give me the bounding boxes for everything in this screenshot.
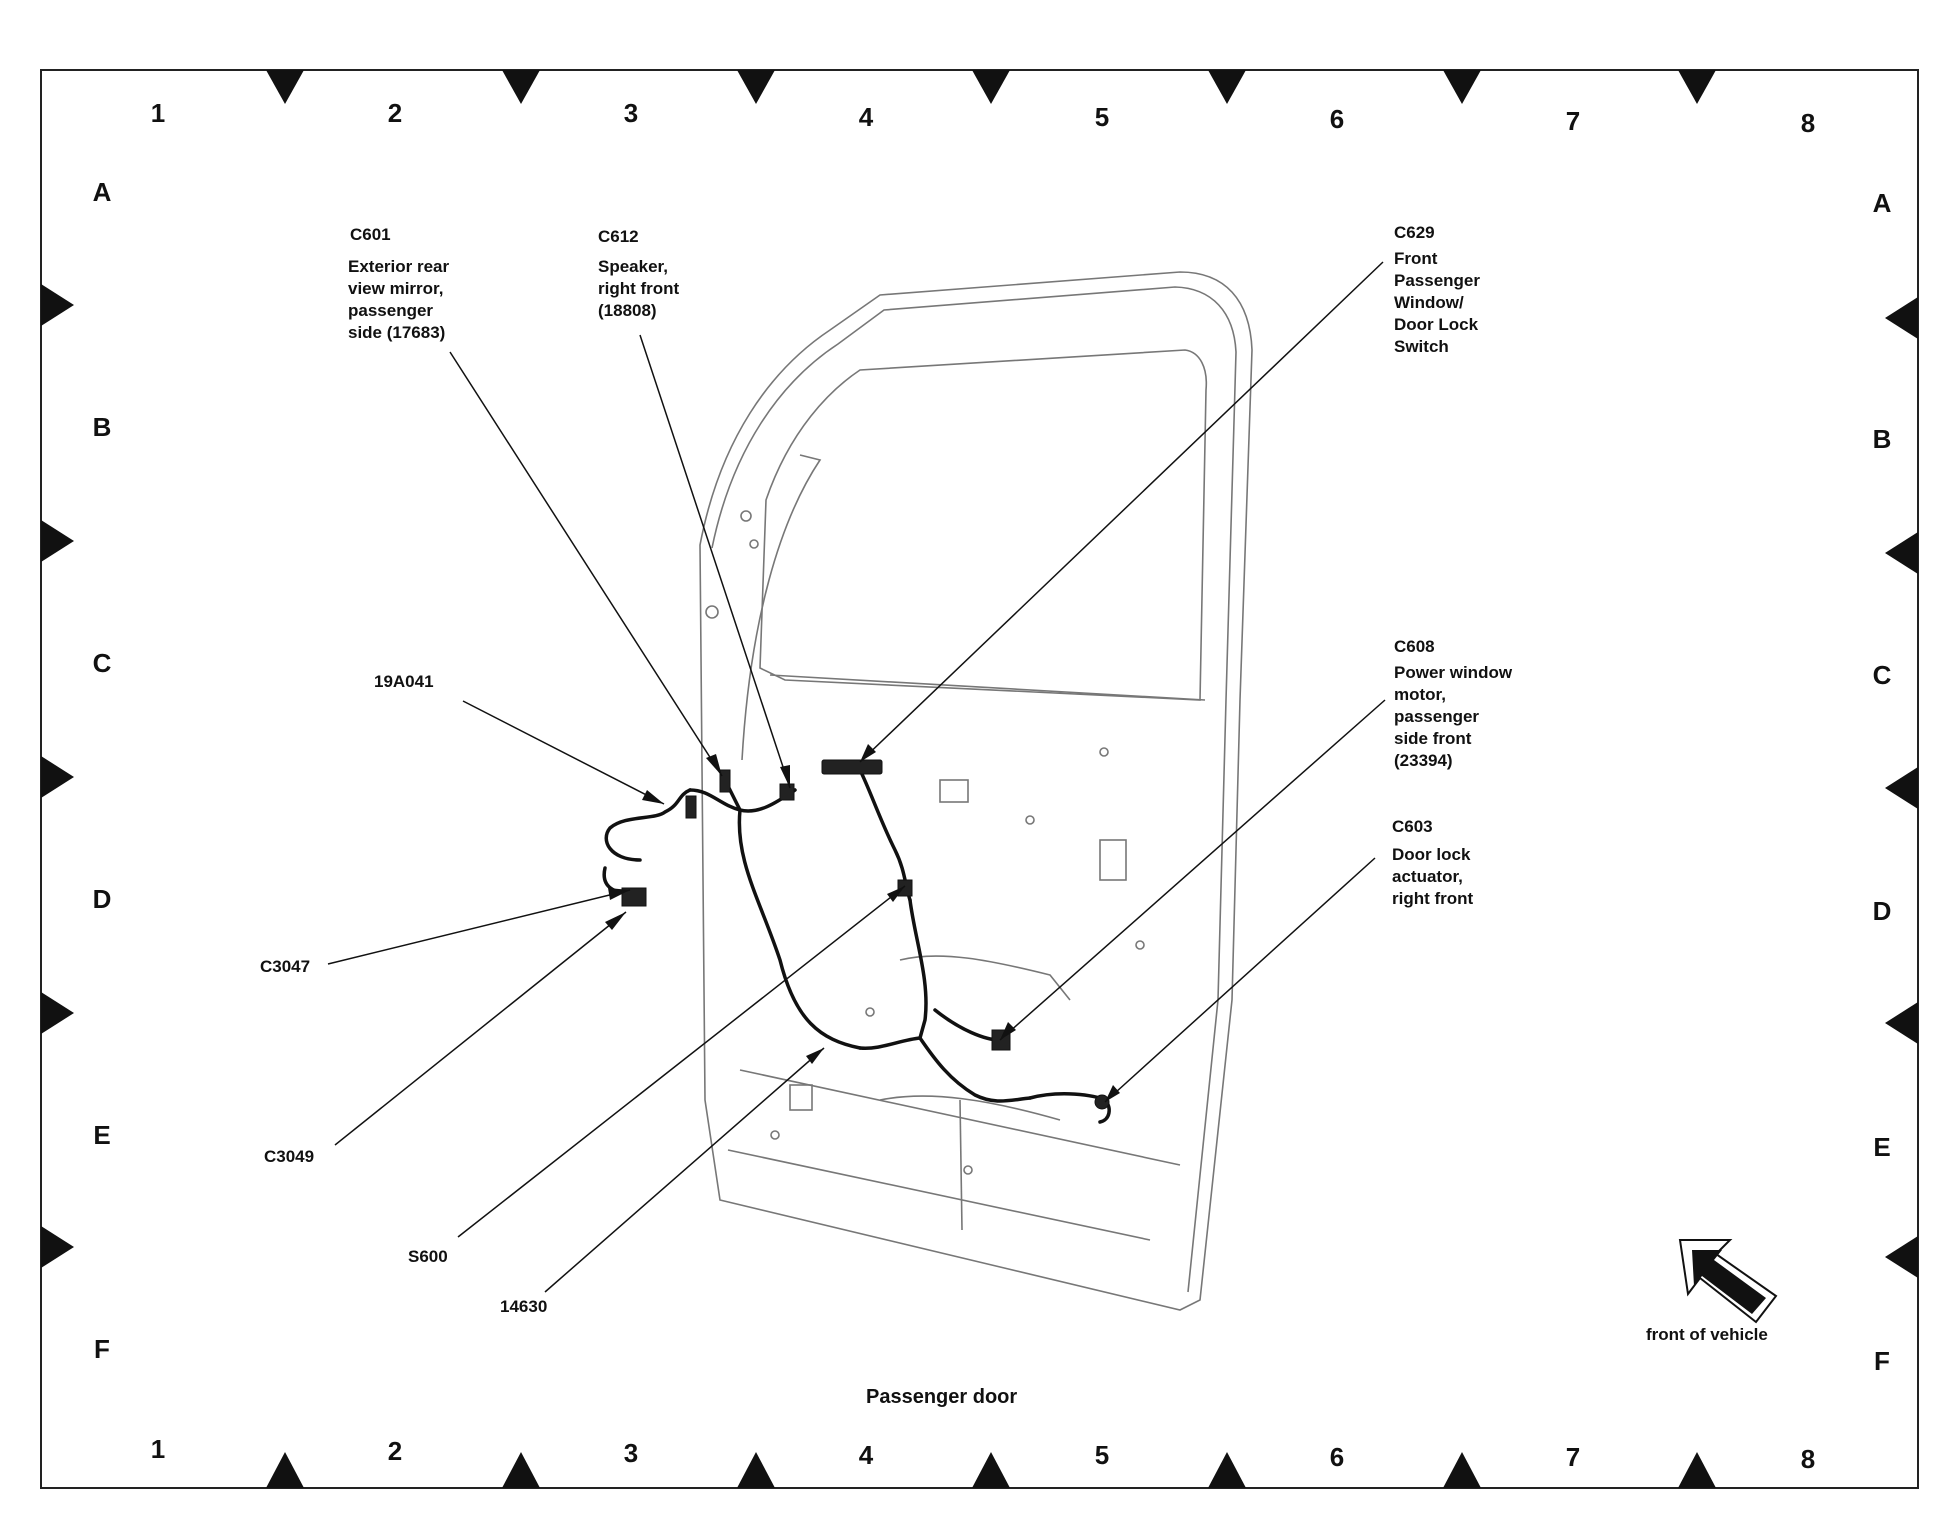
callout-c629-code: C629 <box>1394 223 1435 242</box>
col-label-bottom-8: 8 <box>1800 1444 1816 1474</box>
row-label-right-d: D <box>1872 896 1892 926</box>
callout-c603-code: C603 <box>1392 817 1433 836</box>
callout-c3047-code: C3047 <box>260 957 311 976</box>
callout-c629-text: Front Passenger Window/ Door Lock Switch <box>1394 249 1480 356</box>
col-label-top-2: 2 <box>387 98 403 128</box>
callout-c603-text: Door lock actuator, right front <box>1392 845 1474 908</box>
callout-c608-text: Power window motor, passenger side front… <box>1394 663 1513 770</box>
row-label-left-c: C <box>92 648 112 678</box>
col-label-top-5: 5 <box>1094 102 1110 132</box>
callout-c612-code: C612 <box>598 227 639 246</box>
connector-c603 <box>1094 1094 1110 1110</box>
front-of-vehicle-arrow <box>1678 1239 1778 1324</box>
col-label-top-1: 1 <box>150 98 166 128</box>
callout-14630-code: 14630 <box>500 1297 548 1316</box>
row-label-right-a: A <box>1872 188 1892 218</box>
col-label-bottom-1: 1 <box>150 1434 166 1464</box>
row-label-left-a: A <box>92 177 112 207</box>
bottom-markers <box>266 1452 1716 1488</box>
door-panel-drawing <box>699 271 1253 1311</box>
leader-arrowheads <box>605 744 1120 1102</box>
connector-c3047 <box>621 887 647 907</box>
callout-19a041-code: 19A041 <box>374 672 434 691</box>
col-label-bottom-4: 4 <box>858 1440 874 1470</box>
callout-c3049-code: C3049 <box>264 1147 315 1166</box>
row-label-left-d: D <box>92 884 112 914</box>
row-label-right-f: F <box>1874 1346 1890 1376</box>
col-label-bottom-3: 3 <box>623 1438 639 1468</box>
col-label-bottom-6: 6 <box>1329 1442 1345 1472</box>
col-label-bottom-5: 5 <box>1094 1440 1110 1470</box>
connector-19a041 <box>685 795 697 819</box>
row-label-left-f: F <box>94 1334 110 1364</box>
right-markers <box>1885 297 1918 1278</box>
row-label-right-b: B <box>1872 424 1892 454</box>
connector-c601 <box>719 769 731 793</box>
top-markers <box>266 70 1716 104</box>
front-of-vehicle-label: front of vehicle <box>1646 1325 1768 1344</box>
connector-c629 <box>821 759 883 775</box>
callout-c601-code: C601 <box>350 225 391 244</box>
left-markers <box>41 284 74 1268</box>
row-label-left-b: B <box>92 412 112 442</box>
callout-s600-code: S600 <box>408 1247 448 1266</box>
col-label-top-4: 4 <box>858 102 874 132</box>
col-label-top-8: 8 <box>1800 108 1816 138</box>
col-label-top-3: 3 <box>623 98 639 128</box>
row-label-right-e: E <box>1873 1132 1891 1162</box>
row-label-right-c: C <box>1872 660 1892 690</box>
connectors <box>621 759 1110 1110</box>
col-label-bottom-2: 2 <box>387 1436 403 1466</box>
leader-lines <box>327 261 1386 1293</box>
connector-c612 <box>779 783 795 801</box>
col-label-bottom-7: 7 <box>1565 1442 1581 1472</box>
col-label-top-6: 6 <box>1329 104 1345 134</box>
callout-c608-code: C608 <box>1394 637 1435 656</box>
diagram-caption: Passenger door <box>866 1386 1018 1408</box>
col-label-top-7: 7 <box>1565 106 1581 136</box>
row-label-left-e: E <box>93 1120 111 1150</box>
callout-c601-text: Exterior rear view mirror, passenger sid… <box>348 257 450 342</box>
callout-c612-text: Speaker, right front (18808) <box>598 257 680 320</box>
connector-s600 <box>897 879 913 897</box>
diagram-frame <box>40 69 1919 1489</box>
